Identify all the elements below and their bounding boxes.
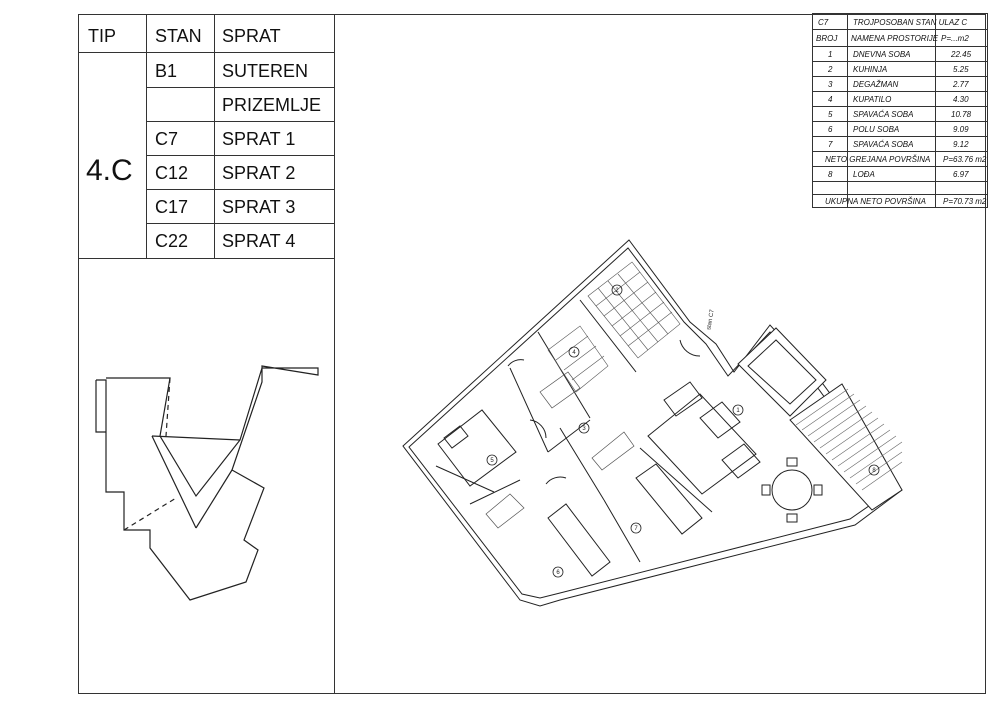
- stan-cell: C22: [155, 231, 189, 251]
- col-p: P=...m2: [941, 34, 969, 43]
- room-namena: POLU SOBA: [853, 125, 900, 134]
- sprat-cell: PRIZEMLJE: [222, 95, 322, 115]
- sprat-cell: SPRAT 4: [222, 231, 296, 251]
- room-namena: KUHINJA: [853, 65, 888, 74]
- sprat-cell: SPRAT 1: [222, 129, 296, 149]
- room-number: 3: [582, 426, 586, 432]
- room-namena: DEGAŽMAN: [853, 80, 899, 89]
- lodja-area: 6.97: [953, 170, 969, 179]
- sprat-cell: SPRAT 2: [222, 163, 296, 183]
- key-plan-separator: [78, 258, 335, 259]
- room-number: 1: [736, 408, 740, 414]
- room-namena: SPAVAĆA SOBA: [853, 140, 914, 149]
- tip-value: 4.C: [86, 154, 133, 187]
- room-number: 7: [634, 526, 638, 532]
- room-number: 8: [872, 468, 876, 474]
- lodja-broj: 8: [828, 170, 833, 179]
- col-namena: NAMENA PROSTORIJE: [851, 34, 939, 43]
- room-broj: 3: [828, 80, 833, 89]
- room-number: 4: [572, 350, 576, 356]
- header-tip: TIP: [88, 26, 117, 46]
- sprat-cell: SUTEREN: [222, 61, 309, 81]
- drawing-frame: [78, 14, 986, 694]
- panel-divider: [334, 14, 335, 694]
- room-broj: 7: [828, 140, 833, 149]
- ukupna-value: P=70.73 m2: [943, 197, 987, 206]
- neto-grejana-label: NETO GREJANA POVRŠINA: [825, 155, 931, 164]
- lodja-namena: LOĐA: [853, 170, 875, 179]
- room-number: 5: [490, 458, 494, 464]
- stan-cell: B1: [155, 61, 178, 81]
- room-namena: SPAVAĆA SOBA: [853, 110, 914, 119]
- room-area: 10.78: [951, 110, 972, 119]
- room-broj: 1: [828, 50, 833, 59]
- neto-grejana-value: P=63.76 m2: [943, 155, 987, 164]
- entrance-label: stan C7: [706, 308, 716, 330]
- apartment-code: C7: [818, 18, 829, 27]
- room-broj: 6: [828, 125, 833, 134]
- col-broj: BROJ: [816, 34, 838, 43]
- room-area: 9.12: [953, 140, 969, 149]
- room-broj: 4: [828, 95, 833, 104]
- room-number: 2: [615, 288, 619, 294]
- stan-cell: C17: [155, 197, 189, 217]
- ukupna-label: UKUPNA NETO POVRŠINA: [825, 197, 926, 206]
- room-broj: 2: [828, 65, 833, 74]
- room-broj: 5: [828, 110, 833, 119]
- room-area: 5.25: [953, 65, 969, 74]
- room-area: 4.30: [953, 95, 969, 104]
- header-sprat: SPRAT: [222, 26, 281, 46]
- room-namena: KUPATILO: [853, 95, 892, 104]
- room-area: 9.09: [953, 125, 969, 134]
- room-namena: DNEVNA SOBA: [853, 50, 911, 59]
- room-table: C7 TROJPOSOBAN STAN ULAZ C BROJ NAMENA P…: [812, 13, 988, 208]
- stan-cell: C12: [155, 163, 189, 183]
- room-area: 22.45: [951, 50, 972, 59]
- stan-cell: C7: [155, 129, 179, 149]
- header-stan: STAN: [155, 26, 202, 46]
- room-number: 6: [556, 570, 560, 576]
- room-area: 2.77: [953, 80, 969, 89]
- sprat-cell: SPRAT 3: [222, 197, 296, 217]
- apartment-title: TROJPOSOBAN STAN ULAZ C: [853, 18, 968, 27]
